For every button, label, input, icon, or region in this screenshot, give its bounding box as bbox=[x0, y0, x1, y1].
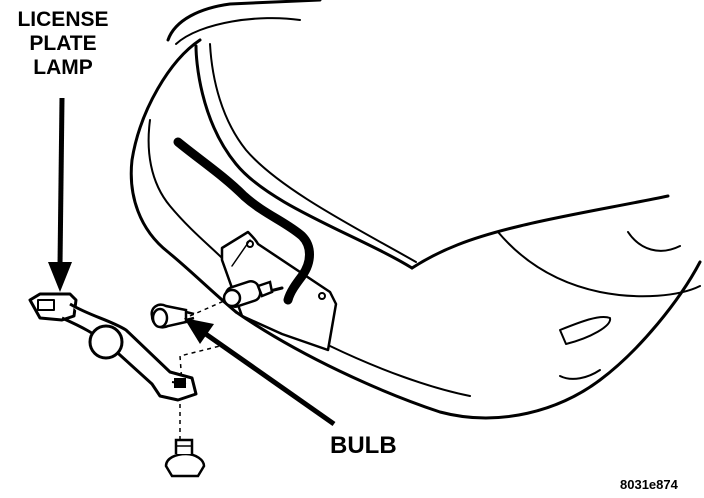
mounting-screw bbox=[164, 438, 206, 478]
label-line-1: LICENSE bbox=[17, 8, 109, 31]
label-line-2: PLATE bbox=[29, 32, 97, 55]
lamp-leader-arrow bbox=[48, 97, 72, 292]
bulb-socket bbox=[222, 280, 274, 308]
bulb-leader-arrow bbox=[184, 318, 336, 427]
bulb bbox=[150, 303, 195, 329]
license-plate-lamp-assembly bbox=[28, 292, 198, 402]
label-line-3: LAMP bbox=[33, 56, 93, 79]
bulb-label: BULB bbox=[330, 432, 397, 459]
vehicle-rear-outline bbox=[129, 0, 702, 420]
figure-id: 8031e874 bbox=[620, 477, 678, 492]
license-plate-lamp-label: LICENSE PLATE LAMP bbox=[0, 8, 126, 80]
